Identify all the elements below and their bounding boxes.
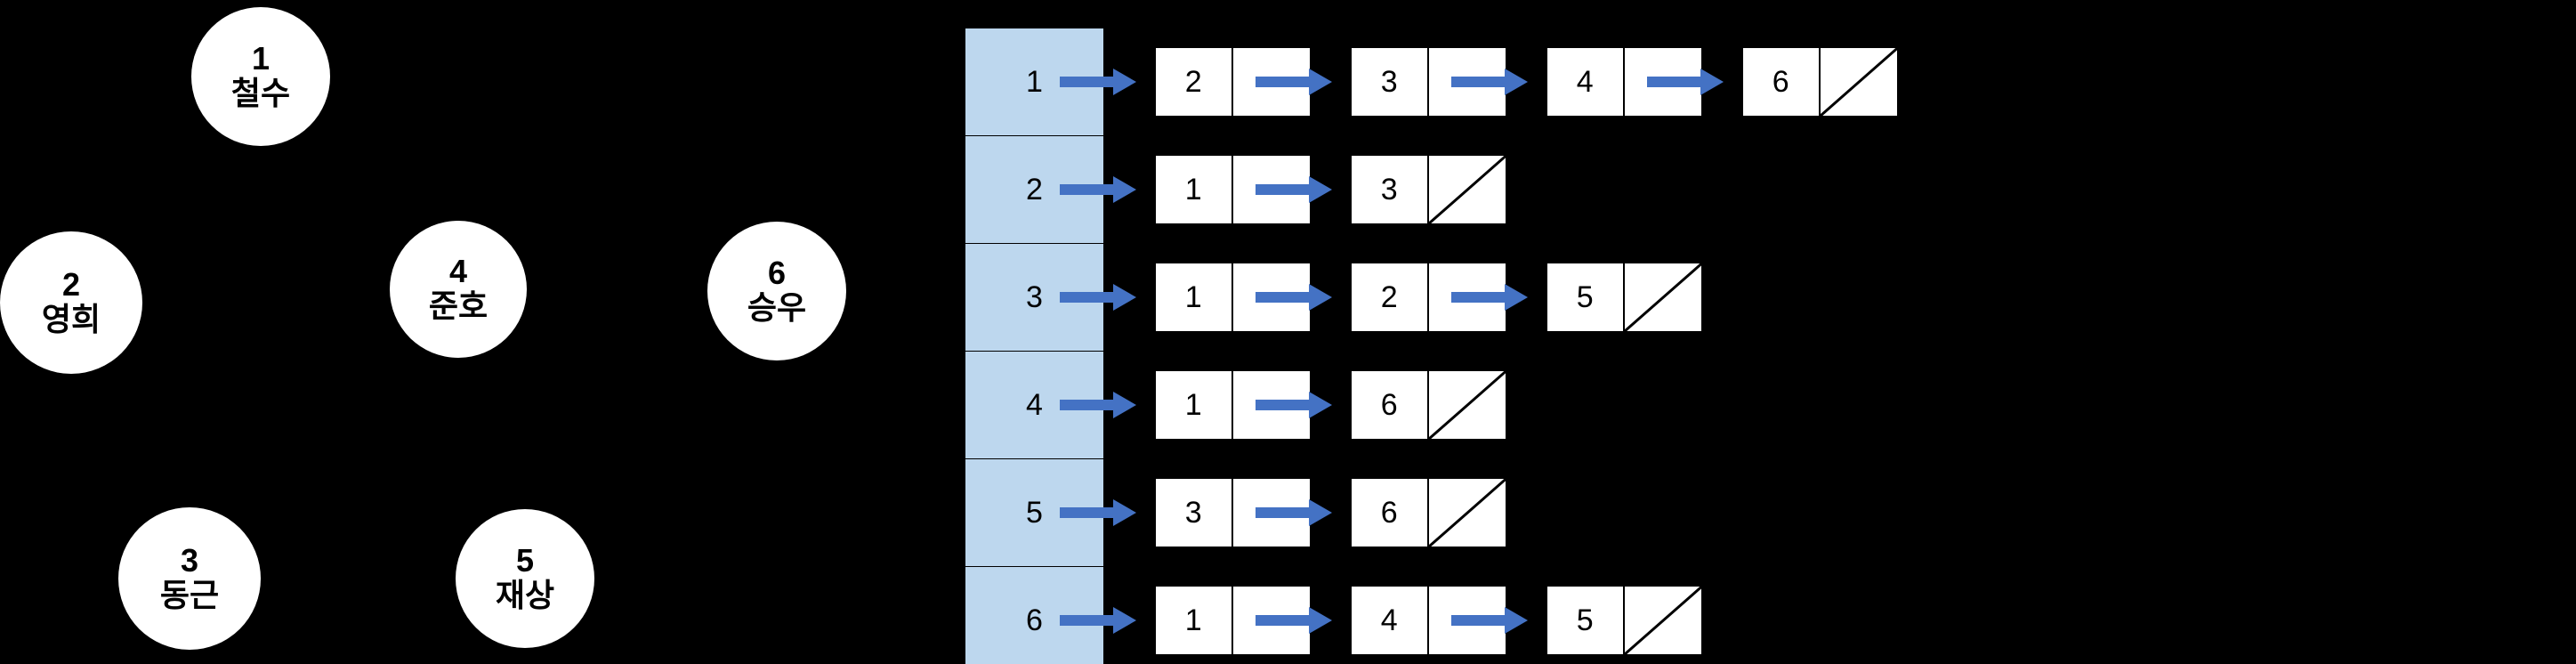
- vertex-label: 영희: [41, 301, 101, 337]
- pointer-arrow-icon: [1060, 499, 1136, 526]
- pointer-arrow-icon: [1256, 69, 1332, 95]
- list-node-value: 6: [1352, 371, 1429, 439]
- vertex-label: 준호: [428, 287, 489, 324]
- vertex-id: 3: [180, 542, 199, 579]
- list-node-value: 6: [1352, 479, 1429, 547]
- list-node-value: 2: [1352, 263, 1429, 331]
- list-node-value: 1: [1156, 156, 1233, 223]
- pointer-arrow-icon: [1060, 392, 1136, 418]
- vertex-label: 철수: [230, 75, 291, 111]
- list-node[interactable]: 6: [1350, 477, 1507, 548]
- pointer-arrow-icon: [1256, 499, 1332, 526]
- vertex-label: 승우: [747, 289, 807, 326]
- list-node-value: 5: [1547, 587, 1625, 654]
- list-node-value: 3: [1156, 479, 1233, 547]
- pointer-arrow-icon: [1256, 176, 1332, 203]
- pointer-arrow-icon: [1060, 284, 1136, 311]
- vertex-id: 1: [251, 40, 271, 77]
- pointer-arrow-icon: [1647, 69, 1724, 95]
- list-node-value: 2: [1156, 48, 1233, 116]
- list-node-value: 1: [1156, 587, 1233, 654]
- pointer-arrow-icon: [1060, 69, 1136, 95]
- list-node[interactable]: 6: [1741, 46, 1899, 117]
- pointer-arrow-icon: [1256, 284, 1332, 311]
- pointer-arrow-icon: [1060, 607, 1136, 634]
- vertex-id: 2: [61, 266, 81, 304]
- list-node-value: 1: [1156, 371, 1233, 439]
- list-node[interactable]: 5: [1546, 262, 1703, 333]
- vertex-label: 재상: [495, 577, 555, 613]
- pointer-arrow-icon: [1451, 284, 1528, 311]
- list-node-null-pointer: [1821, 48, 1898, 116]
- pointer-arrow-icon: [1451, 69, 1528, 95]
- list-node-value: 6: [1743, 48, 1821, 116]
- list-node-value: 4: [1352, 587, 1429, 654]
- list-node-null-pointer: [1429, 371, 1506, 439]
- vertex-id: 5: [515, 542, 535, 579]
- list-node-value: 4: [1547, 48, 1625, 116]
- list-node-null-pointer: [1625, 263, 1702, 331]
- list-node[interactable]: 6: [1350, 369, 1507, 441]
- vertex-id: 6: [767, 255, 787, 292]
- pointer-arrow-icon: [1451, 607, 1528, 634]
- list-node-value: 1: [1156, 263, 1233, 331]
- list-node-value: 3: [1352, 48, 1429, 116]
- list-node-null-pointer: [1429, 156, 1506, 223]
- list-node[interactable]: 5: [1546, 585, 1703, 656]
- list-node-null-pointer: [1429, 479, 1506, 547]
- pointer-arrow-icon: [1256, 607, 1332, 634]
- list-node-value: 5: [1547, 263, 1625, 331]
- vertex-label: 동근: [159, 577, 220, 613]
- vertex-id: 4: [448, 253, 468, 290]
- list-node-value: 3: [1352, 156, 1429, 223]
- pointer-arrow-icon: [1256, 392, 1332, 418]
- list-node[interactable]: 3: [1350, 154, 1507, 225]
- pointer-arrow-icon: [1060, 176, 1136, 203]
- list-node-null-pointer: [1625, 587, 1702, 654]
